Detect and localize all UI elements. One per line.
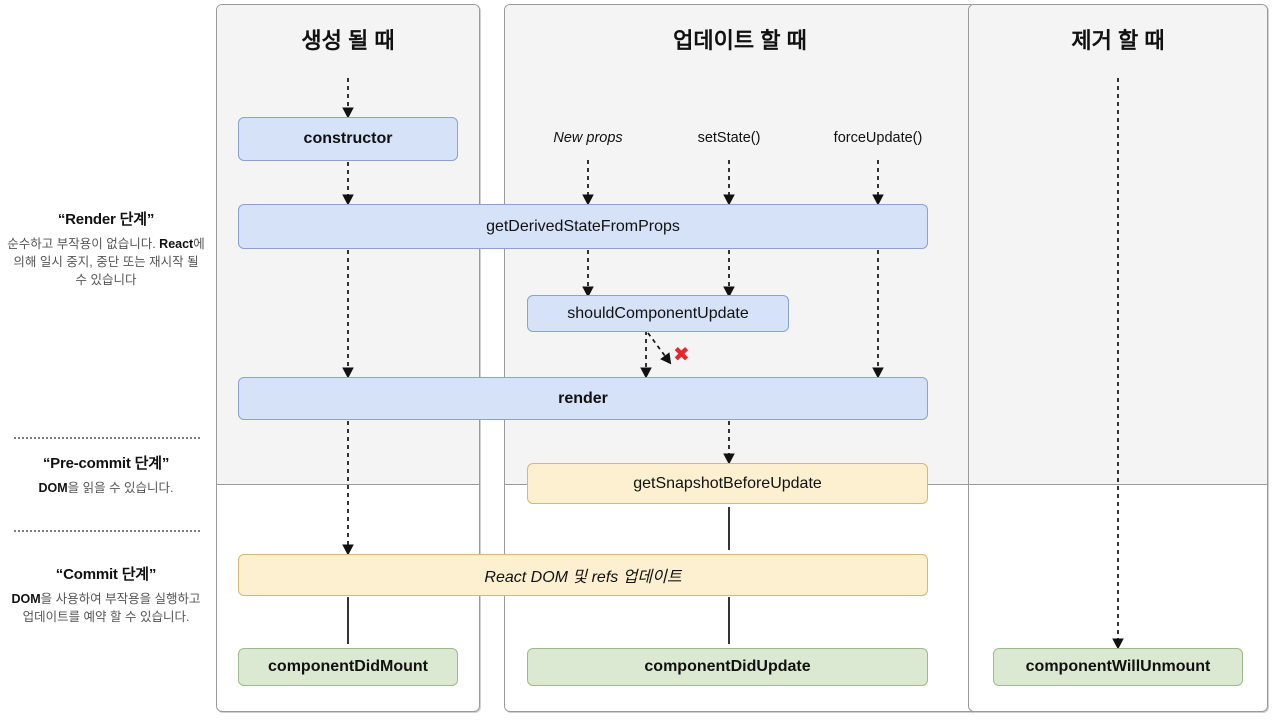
panel-mounting-title: 생성 될 때 <box>301 28 395 53</box>
node-get-snapshot-before-update[interactable]: getSnapshotBeforeUpdate <box>527 463 928 504</box>
trigger-new-props: New props <box>553 130 623 146</box>
divider-pre-commit-top <box>14 437 200 439</box>
panel-updating: 업데이트 할 때 <box>504 4 976 712</box>
node-should-component-update[interactable]: shouldComponentUpdate <box>527 295 789 332</box>
abort-x-icon: ✖ <box>673 344 690 366</box>
legend-commit-phase-title: “Commit 단계” <box>55 566 157 583</box>
trigger-force-update: forceUpdate() <box>833 130 923 146</box>
panel-updating-title: 업데이트 할 때 <box>673 28 807 53</box>
legend-pre-commit-phase-title: “Pre-commit 단계” <box>42 455 170 472</box>
node-component-will-unmount[interactable]: componentWillUnmount <box>993 648 1243 686</box>
divider-pre-commit-bottom <box>14 530 200 532</box>
node-constructor[interactable]: constructor <box>238 117 458 161</box>
legend-render-phase-title: “Render 단계” <box>57 211 155 228</box>
trigger-set-state: setState() <box>697 130 761 146</box>
panel-unmounting-title: 제거 할 때 <box>1071 28 1165 53</box>
panel-unmounting-render-region <box>969 5 1267 485</box>
panel-mounting: 생성 될 때 <box>216 4 480 712</box>
node-component-did-mount[interactable]: componentDidMount <box>238 648 458 686</box>
legend-pre-commit-phase-body: DOM을 읽을 수 있습니다. <box>38 481 174 495</box>
legend-commit-phase: “Commit 단계” DOM을 사용하여 부작용을 실행하고 업데이트를 예약… <box>6 563 206 626</box>
node-render[interactable]: render <box>238 377 928 420</box>
node-component-did-update[interactable]: componentDidUpdate <box>527 648 928 686</box>
legend-render-phase: “Render 단계” 순수하고 부작용이 없습니다. React에 의해 일시… <box>6 208 206 289</box>
panel-unmounting: 제거 할 때 <box>968 4 1268 712</box>
legend-render-phase-body: 순수하고 부작용이 없습니다. React에 의해 일시 중지, 중단 또는 재… <box>7 237 205 288</box>
legend-pre-commit-phase: “Pre-commit 단계” DOM을 읽을 수 있습니다. <box>6 452 206 497</box>
node-get-derived-state-from-props[interactable]: getDerivedStateFromProps <box>238 204 928 249</box>
legend-commit-phase-body: DOM을 사용하여 부작용을 실행하고 업데이트를 예약 할 수 있습니다. <box>11 592 201 625</box>
node-react-dom-refs-update[interactable]: React DOM 및 refs 업데이트 <box>238 554 928 596</box>
phase-legend: “Render 단계” 순수하고 부작용이 없습니다. React에 의해 일시… <box>0 0 212 722</box>
